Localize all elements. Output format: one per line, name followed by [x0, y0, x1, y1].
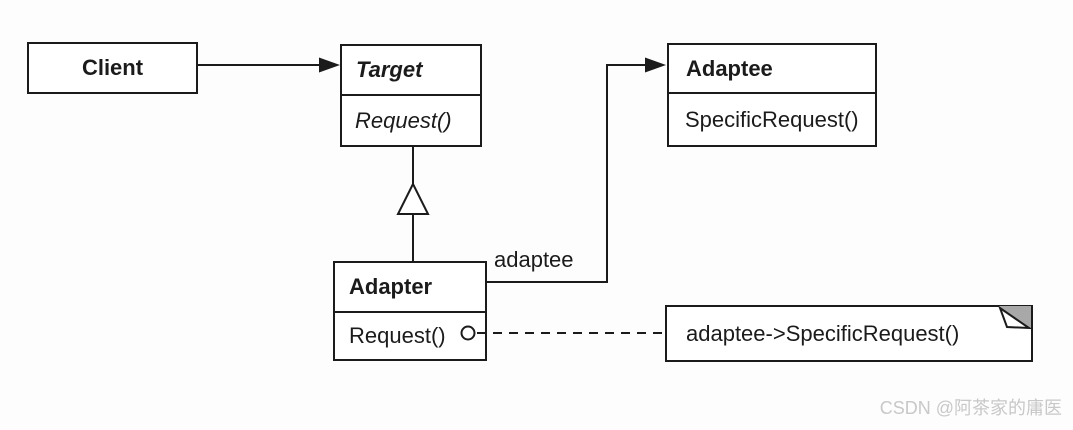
class-adapter-method: Request() — [349, 323, 446, 348]
class-adapter-name: Adapter — [335, 263, 485, 313]
note-connector — [460, 325, 664, 341]
class-adaptee-name: Adaptee — [669, 45, 875, 94]
adapter-target-generalization — [396, 147, 430, 261]
class-box-target: Target Request() — [340, 44, 482, 147]
class-box-adaptee: Adaptee SpecificRequest() — [667, 43, 877, 147]
inheritance-triangle-icon — [396, 181, 430, 215]
adapter-adaptee-arrowhead-icon — [645, 57, 666, 73]
class-target-name: Target — [342, 46, 480, 96]
client-target-association — [198, 57, 340, 73]
implementation-note-text: adaptee->SpecificRequest() — [686, 320, 960, 346]
class-target-method: Request() — [355, 107, 452, 133]
client-target-arrowhead-icon — [319, 57, 340, 73]
class-adaptee-method: SpecificRequest() — [685, 106, 859, 132]
class-client-name: Client — [81, 55, 144, 80]
adaptee-role-label: adaptee — [494, 247, 574, 272]
class-box-client: Client — [27, 42, 198, 94]
watermark-text: CSDN @阿茶家的庸医 — [879, 398, 1062, 418]
class-box-adapter: Adapter Request() — [333, 261, 487, 361]
implementation-note: adaptee->SpecificRequest() — [665, 305, 1033, 362]
